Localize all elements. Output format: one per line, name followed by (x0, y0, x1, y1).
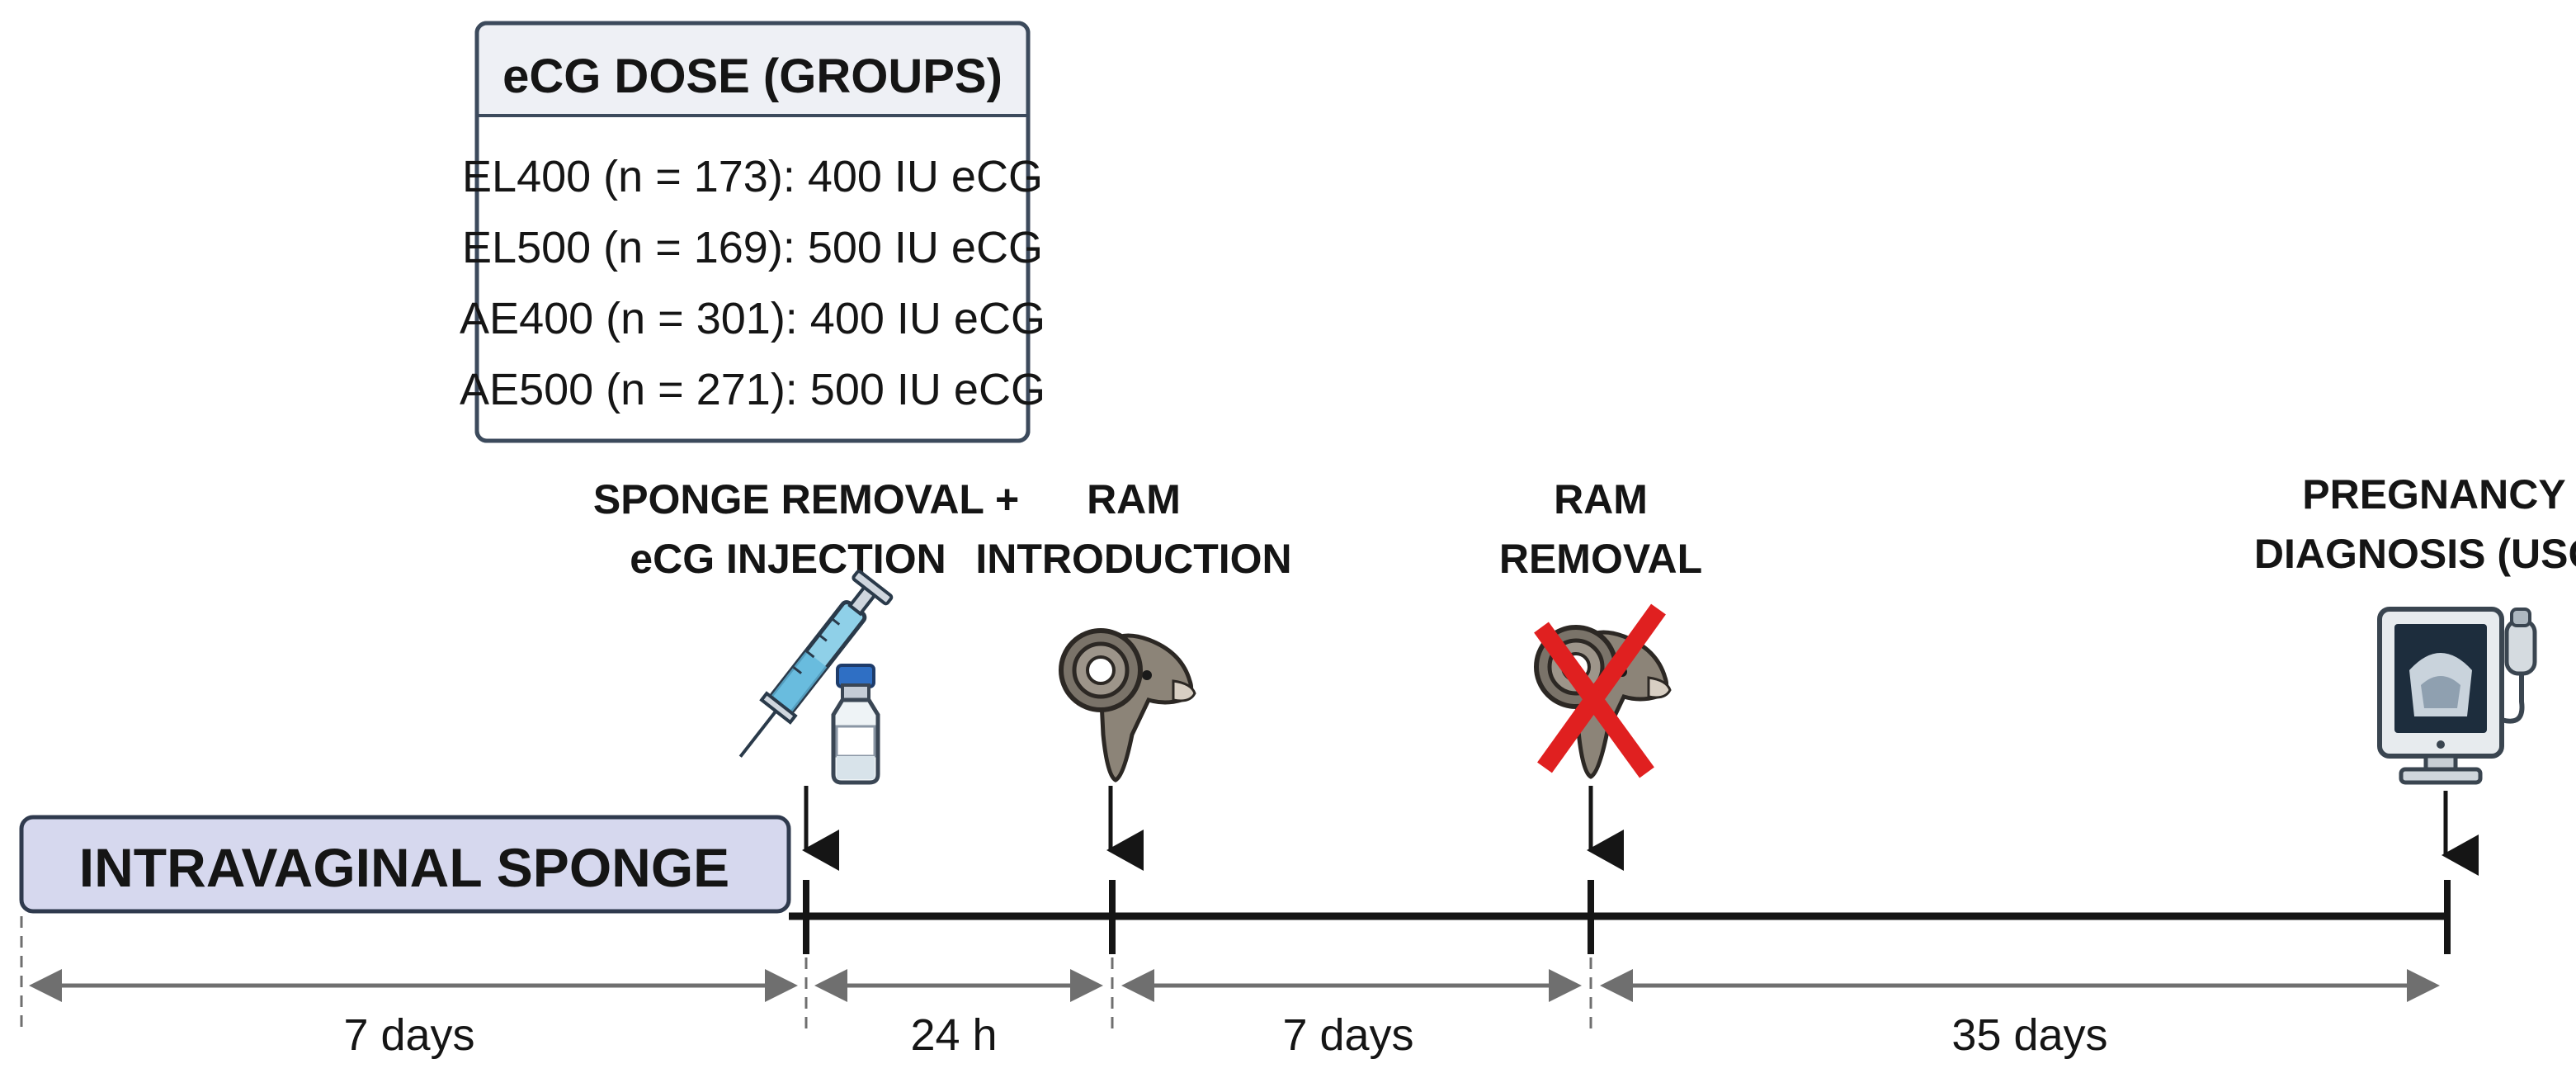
event-arrows (802, 786, 2479, 876)
dashed-guides (20, 916, 1592, 1032)
event-label-line1: RAM (1087, 476, 1181, 522)
event-pregnancy-diagnosis: PREGNANCY DIAGNOSIS (USG) (2254, 471, 2576, 577)
interval-label-4: 35 days (1951, 1010, 2107, 1060)
interval-label-2: 24 h (910, 1010, 997, 1060)
event-label-line1: SPONGE REMOVAL + (593, 476, 1019, 522)
ram-crossed-icon (1534, 603, 1672, 779)
interval-label-1: 7 days (343, 1010, 474, 1060)
vial-icon (831, 664, 880, 785)
dose-group-el400: EL400 (n = 173): 400 IU eCG (462, 152, 1043, 201)
syringe-vial-icon (738, 570, 894, 785)
event-label-line2: DIAGNOSIS (USG) (2254, 531, 2576, 577)
dose-box-title: eCG DOSE (GROUPS) (502, 50, 1003, 103)
red-cross-icon (1534, 603, 1666, 778)
intravaginal-sponge-bar: INTRAVAGINAL SPONGE (19, 815, 791, 914)
sponge-bar-label: INTRAVAGINAL SPONGE (79, 837, 729, 898)
event-label-line1: PREGNANCY (2302, 471, 2565, 518)
ecg-dose-box: eCG DOSE (GROUPS) EL400 (n = 173): 400 I… (460, 21, 1045, 443)
dose-group-ae500: AE500 (n = 271): 500 IU eCG (460, 365, 1045, 414)
event-label-line2: REMOVAL (1499, 536, 1702, 582)
event-label-line2: INTRODUCTION (975, 536, 1291, 582)
interval-label-3: 7 days (1282, 1010, 1413, 1060)
event-label-line1: RAM (1554, 476, 1648, 522)
ultrasound-icon (2377, 607, 2537, 785)
event-ram-removal: RAM REMOVAL (1499, 476, 1702, 582)
dose-group-ae400: AE400 (n = 301): 400 IU eCG (460, 294, 1045, 343)
dose-group-el500: EL500 (n = 169): 500 IU eCG (462, 223, 1043, 272)
event-label-line2: eCG INJECTION (630, 536, 946, 582)
interval-labels: 7 days 24 h 7 days 35 days (343, 1010, 2107, 1060)
event-sponge-removal: SPONGE REMOVAL + eCG INJECTION (593, 476, 1019, 582)
timeline-axis (789, 880, 2451, 954)
event-ram-introduction: RAM INTRODUCTION (975, 476, 1291, 582)
ram-icon (1059, 628, 1196, 782)
